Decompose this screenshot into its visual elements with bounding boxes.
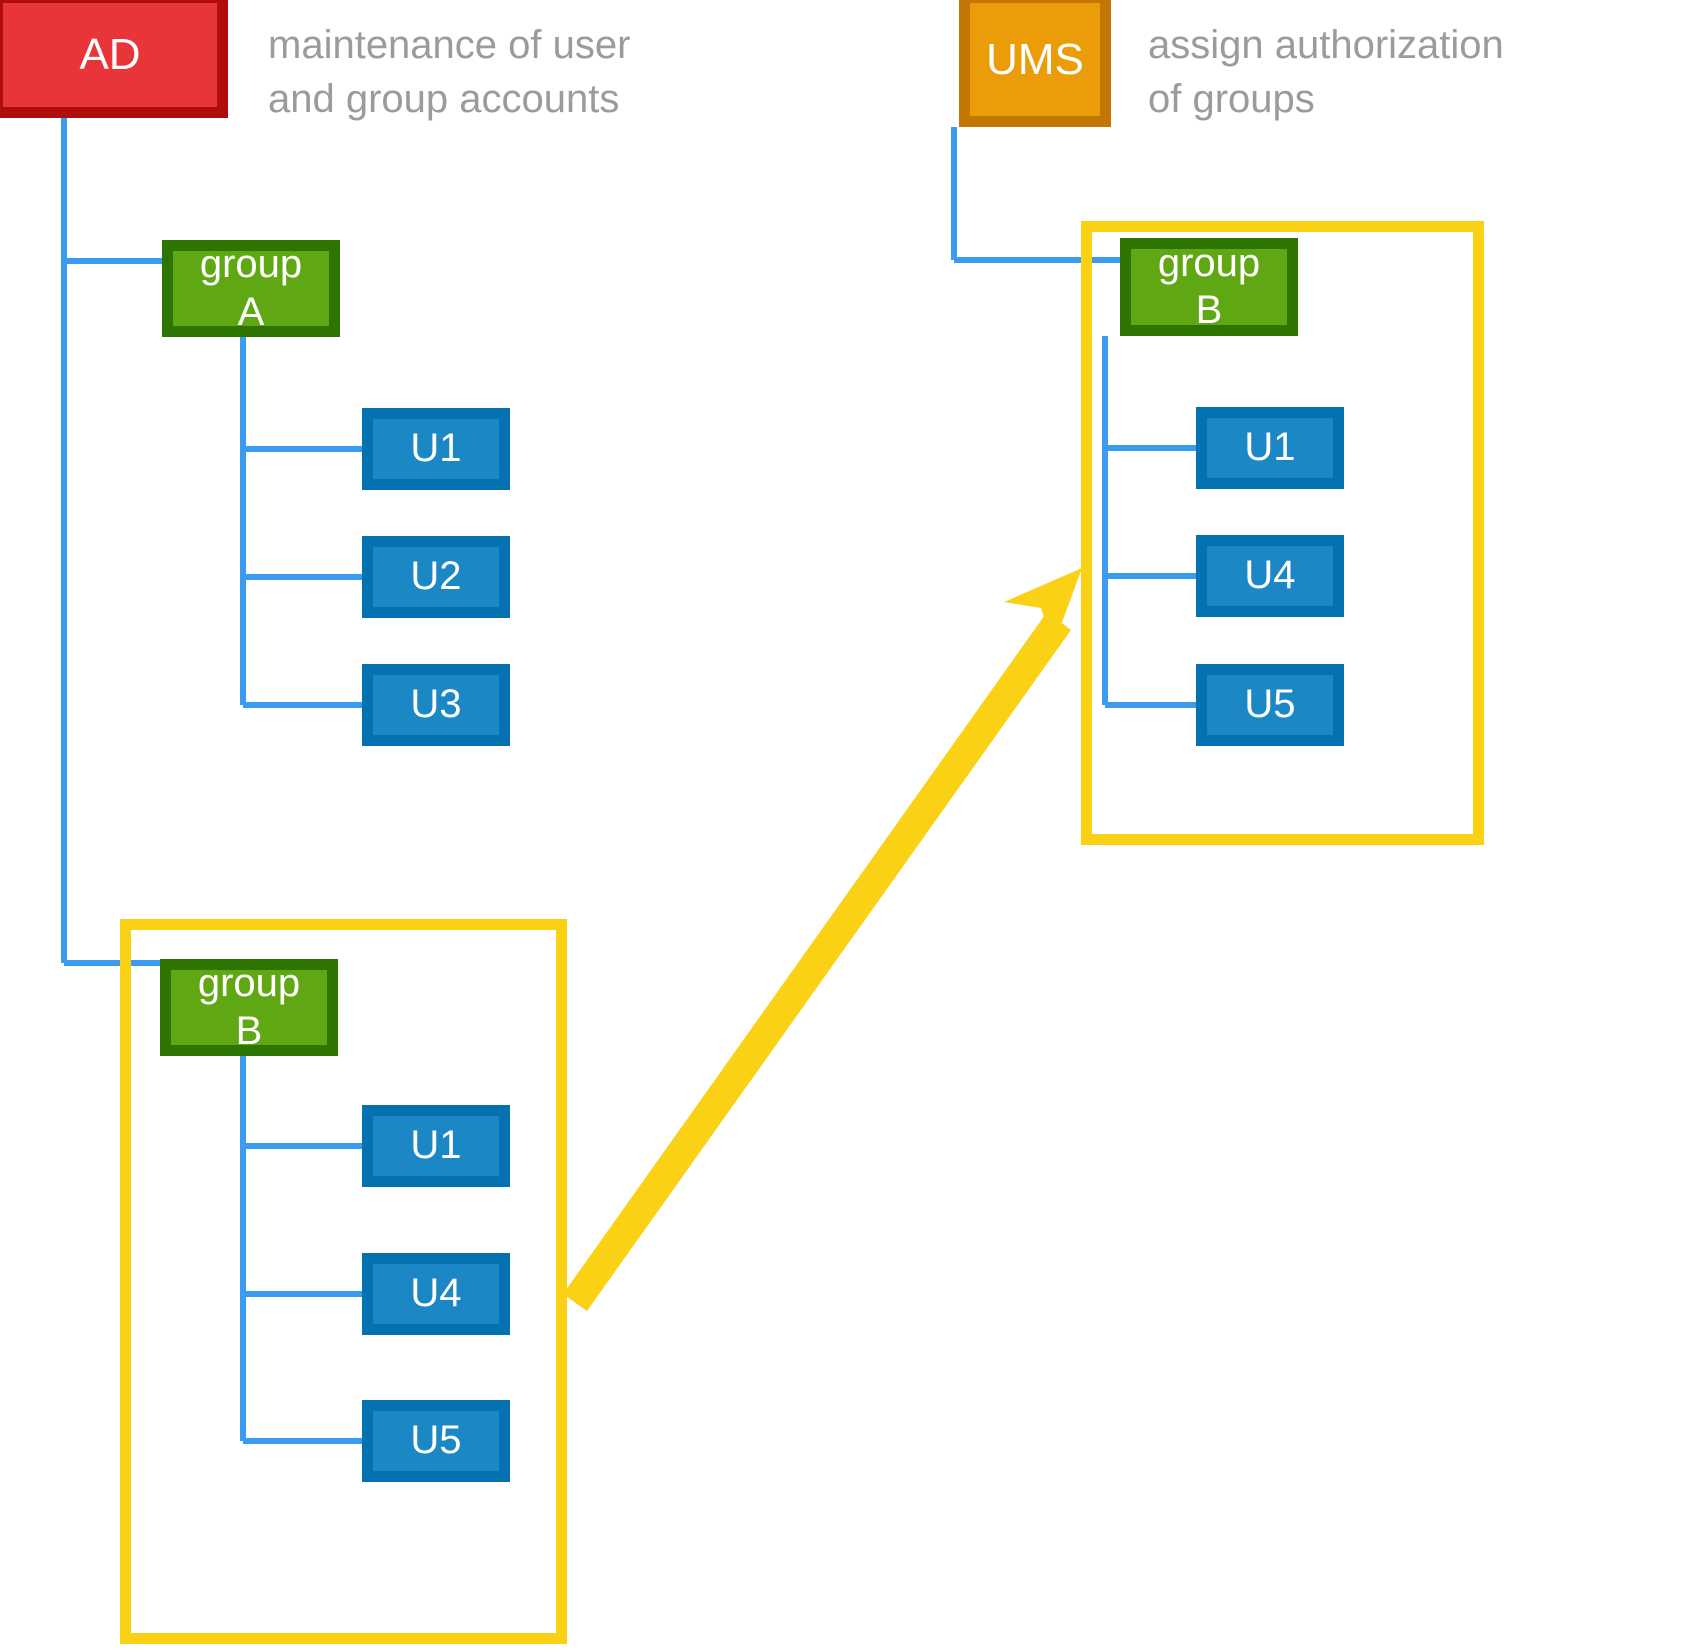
node-group-b-left-user-u1[interactable]: U1 bbox=[362, 1105, 510, 1187]
node-group-a-user-u2[interactable]: U2 bbox=[362, 536, 510, 618]
node-group-b-right-user-u4[interactable]: U4 bbox=[1196, 535, 1344, 617]
node-group-b-left-user-u4[interactable]: U4 bbox=[362, 1253, 510, 1335]
highlight-box-group-b-right bbox=[1081, 221, 1484, 845]
caption-ad: maintenance of user and group accounts bbox=[268, 23, 631, 121]
node-ad[interactable]: AD bbox=[0, 0, 228, 118]
node-group-b-right-user-u1[interactable]: U1 bbox=[1196, 407, 1344, 489]
node-group-a-user-u1[interactable]: U1 bbox=[362, 408, 510, 490]
node-group-a[interactable]: group A bbox=[162, 240, 340, 337]
node-group-b-left-user-u5[interactable]: U5 bbox=[362, 1400, 510, 1482]
mapping-arrow-shaft bbox=[563, 612, 1071, 1311]
mapping-arrow bbox=[563, 568, 1082, 1311]
node-group-b-right[interactable]: group B bbox=[1120, 238, 1298, 336]
node-ums[interactable]: UMS bbox=[959, 0, 1111, 127]
highlight-box-group-b-left bbox=[120, 919, 567, 1644]
node-group-b-right-user-u5[interactable]: U5 bbox=[1196, 664, 1344, 746]
node-group-a-user-u3[interactable]: U3 bbox=[362, 664, 510, 746]
mapping-arrow-head bbox=[1004, 568, 1082, 647]
caption-ums: assign authorization of groups bbox=[1148, 23, 1504, 121]
node-group-b-left[interactable]: group B bbox=[160, 959, 338, 1056]
